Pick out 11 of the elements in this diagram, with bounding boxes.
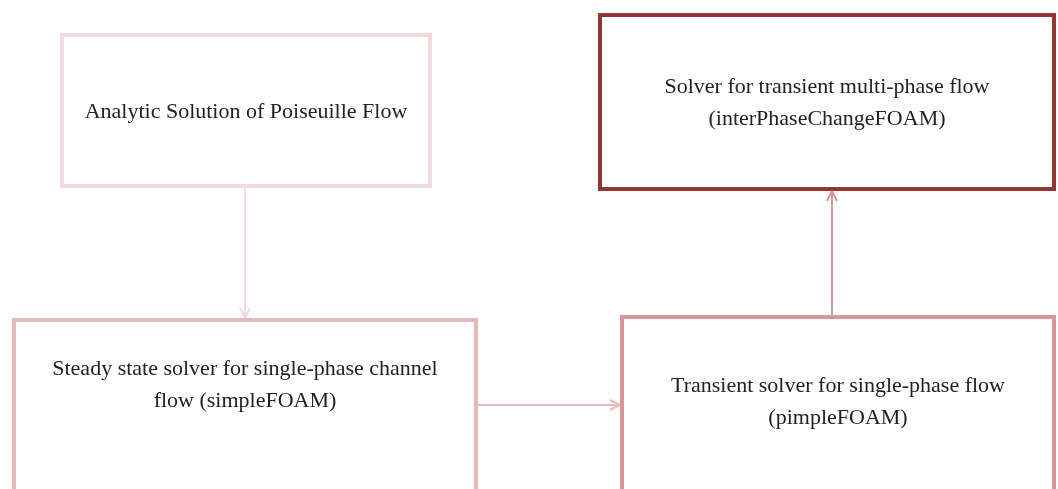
process-box [12, 318, 478, 489]
box-text: Analytic Solution of Poiseuille Flow [84, 96, 408, 125]
process-box [598, 13, 1056, 191]
arrow [477, 399, 621, 411]
box-text: Steady state solver for single-phase channel flow (simpleFOAM) [51, 354, 439, 414]
box-text: Transient solver for single-phase flow (pimpleFOAM) [670, 371, 1006, 431]
arrow [826, 190, 838, 316]
process-box [620, 315, 1056, 489]
process-box [60, 33, 432, 188]
arrow [239, 187, 251, 319]
box-text: Solver for transient multi-phase flow (interPhaseChangeFOAM) [663, 72, 991, 132]
